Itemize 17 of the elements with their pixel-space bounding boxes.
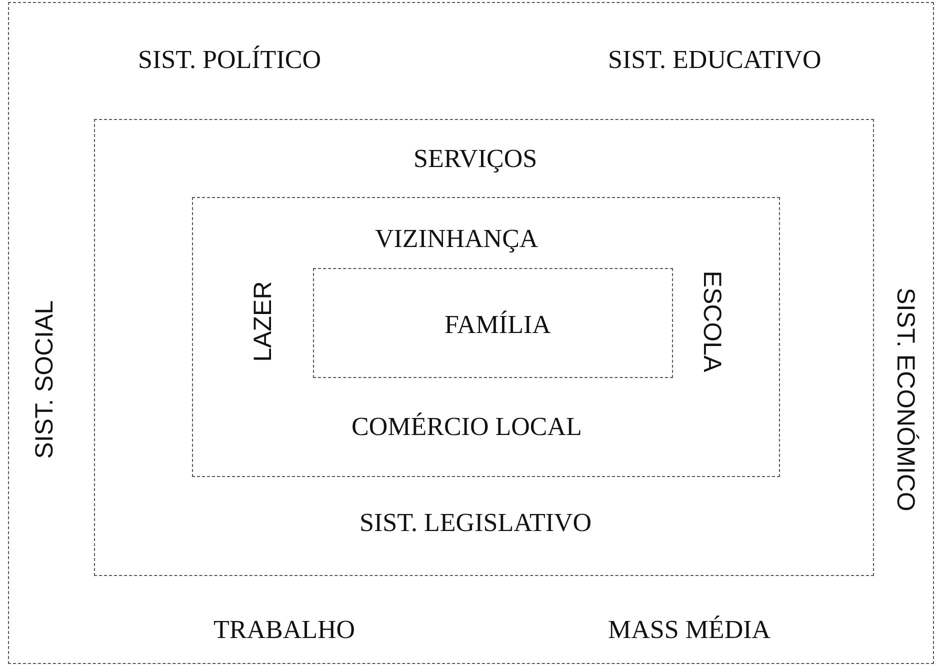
box-label: SERVIÇOS [414,146,538,172]
center-frame [313,268,673,378]
inner-frame [192,197,780,477]
box-label: VIZINHANÇA [375,226,538,252]
box-label: LAZER [250,281,276,362]
middle-frame [94,119,874,576]
box-label: FAMÍLIA [444,312,551,338]
box-label: SIST. POLÍTICO [138,46,321,72]
box-label: SIST. EDUCATIVO [608,46,822,72]
box-label: SIST. ECONÓMICO [892,288,917,512]
box-label: SIST. LEGISLATIVO [360,510,592,536]
box-label: COMÉRCIO LOCAL [352,414,582,440]
box-label: SIST. SOCIAL [32,300,58,459]
outer-frame [8,2,934,664]
box-label: ESCOLA [699,270,724,372]
box-label: MASS MÉDIA [608,616,771,642]
box-label: TRABALHO [214,616,356,642]
